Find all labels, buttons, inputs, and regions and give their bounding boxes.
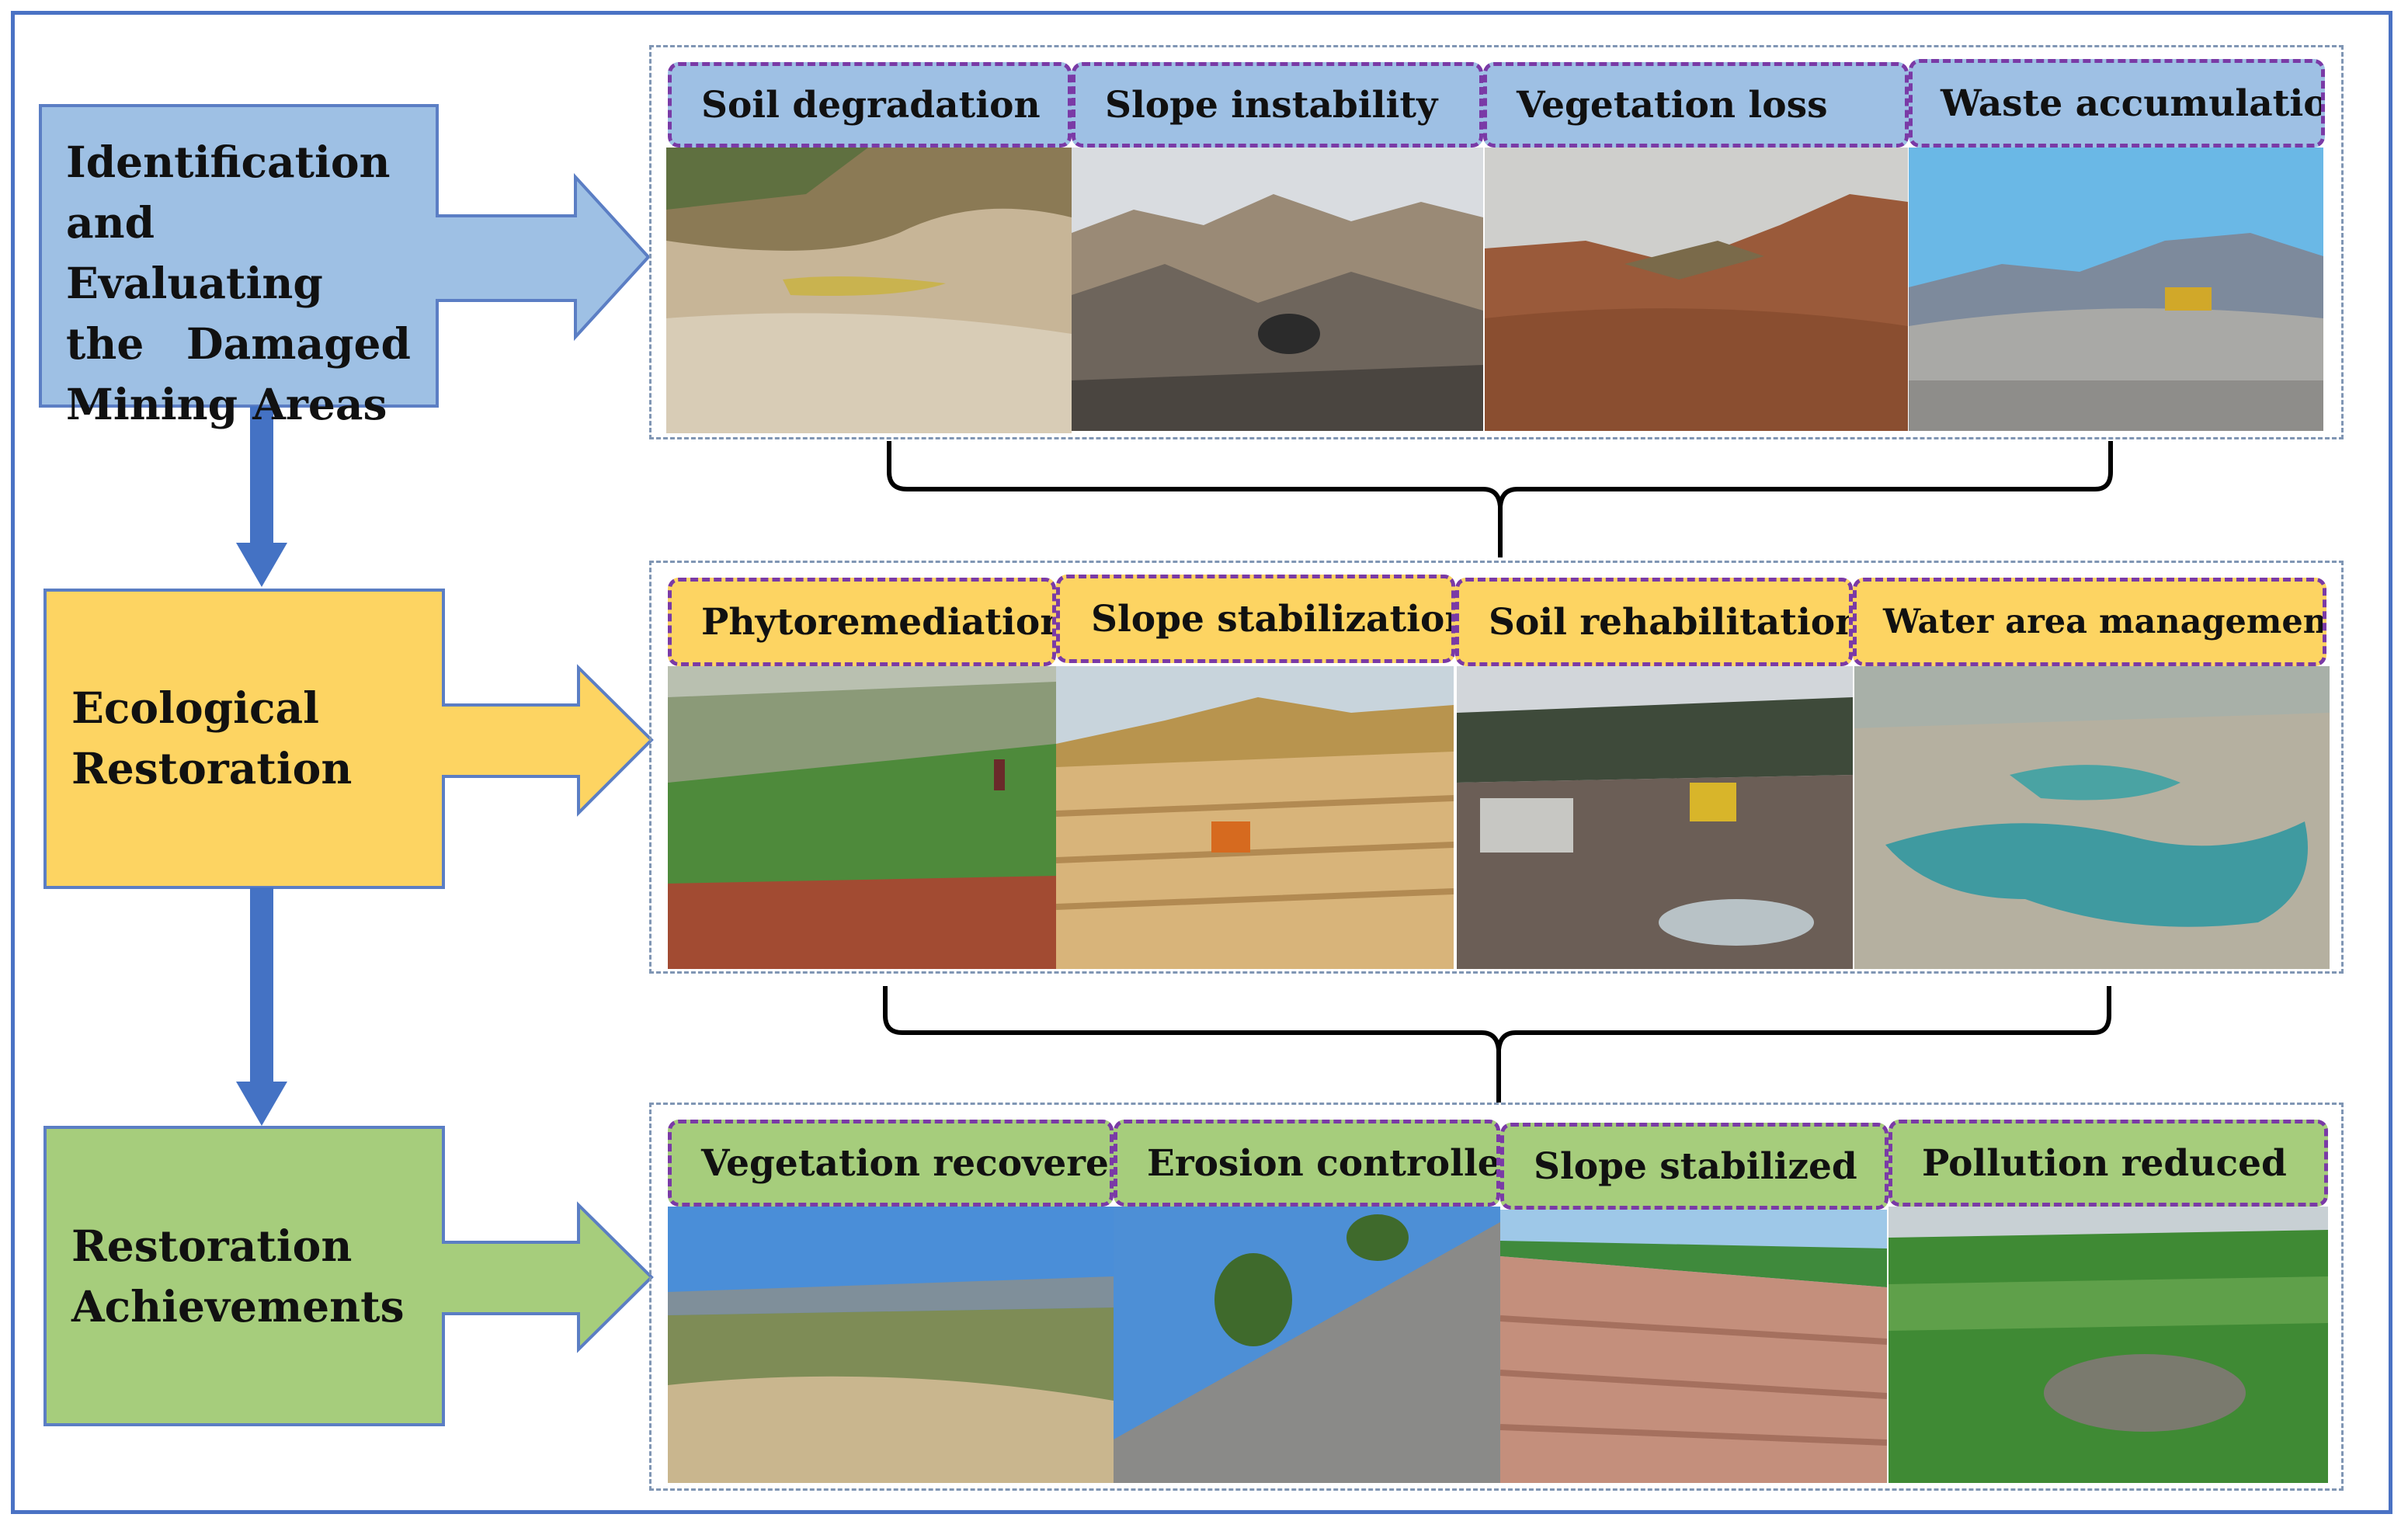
tab-erosion-controlled: Erosion controlled: [1114, 1120, 1500, 1207]
photo-slope-stabilization: [1056, 666, 1454, 969]
stage-3-arrow-box: [43, 1126, 654, 1426]
panel-achievements: [649, 1103, 2344, 1491]
stage-1-line: Identification: [66, 137, 391, 187]
photo-soil-rehabilitation: [1457, 666, 1853, 969]
stage-2-line: Ecological: [71, 682, 320, 733]
brace-2: [883, 986, 2111, 1103]
tab-waste-accumulation: Waste accumulation: [1909, 59, 2325, 148]
stage-3-line: Achievements: [71, 1281, 405, 1332]
stage-1-label: Identification and Evaluating the Damage…: [66, 132, 411, 435]
photo-soil-degradation: [666, 148, 1072, 433]
stage-1-line: and Evaluating: [66, 197, 323, 308]
tab-soil-degradation: Soil degradation: [668, 62, 1072, 148]
tab-pollution-reduced: Pollution reduced: [1889, 1120, 2328, 1207]
stage-2-line: Restoration: [71, 743, 353, 794]
stage-2-label: Ecological Restoration: [71, 678, 429, 799]
photo-vegetation-recovered: [668, 1207, 1114, 1483]
photo-erosion-controlled: [1114, 1207, 1500, 1483]
photo-slope-instability: [1072, 148, 1483, 431]
tab-vegetation-recovered: Vegetation recovered: [668, 1120, 1114, 1207]
photo-water-area-management: [1854, 666, 2330, 969]
tab-slope-stabilized: Slope stabilized: [1500, 1123, 1889, 1210]
photo-phytoremediation: [668, 666, 1056, 969]
tab-vegetation-loss: Vegetation loss: [1483, 62, 1909, 148]
photo-pollution-reduced: [1889, 1207, 2328, 1483]
tab-slope-stabilization: Slope stabilization: [1056, 575, 1455, 663]
stage-2-arrow-box: [43, 589, 654, 889]
stage-1-line: Mining Areas: [66, 379, 387, 429]
tab-slope-instability: Slope instability: [1072, 62, 1483, 148]
photo-slope-stabilized: [1500, 1210, 1887, 1483]
photo-waste-accumulation: [1909, 148, 2323, 431]
stage-1-arrow-box: [39, 104, 651, 408]
connector-arrow-2: [236, 887, 287, 1126]
photo-vegetation-loss: [1485, 148, 1908, 431]
tab-water-area-management: Water area management: [1853, 578, 2326, 666]
tab-phytoremediation: Phytoremediation: [668, 578, 1056, 666]
stage-3-line: Restoration: [71, 1221, 353, 1271]
brace-1: [887, 441, 2113, 557]
tab-soil-rehabilitation: Soil rehabilitation: [1455, 578, 1853, 666]
connector-arrow-1: [236, 406, 287, 587]
panel-restoration: [649, 561, 2344, 974]
stage-1-line: the Damaged: [66, 318, 411, 369]
panel-problems: [649, 45, 2344, 439]
stage-3-label: Restoration Achievements: [71, 1216, 429, 1337]
